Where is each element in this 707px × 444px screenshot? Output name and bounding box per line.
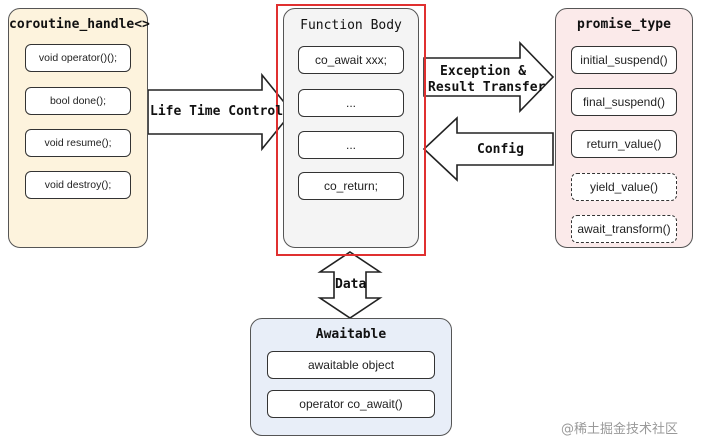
function-body-panel: Function Body co_await xxx; ... ... co_r… (283, 8, 419, 248)
operator-call-item: void operator()(); (25, 44, 131, 72)
ellipsis-item-1: ... (298, 89, 404, 117)
yield-value-item: yield_value() (571, 173, 677, 201)
function-body-title: Function Body (300, 18, 402, 33)
exception-label-1: Exception & (440, 64, 527, 79)
done-item: bool done(); (25, 87, 131, 115)
exception-label-2: Result Transfer (428, 80, 546, 95)
final-suspend-item: final_suspend() (571, 88, 677, 116)
exception-arrow (423, 41, 555, 113)
awaitable-title: Awaitable (315, 327, 387, 342)
operator-co-await-item: operator co_await() (267, 390, 435, 418)
await-transform-item: await_transform() (571, 215, 677, 243)
promise-type-panel: promise_type initial_suspend() final_sus… (555, 8, 693, 248)
co-return-item: co_return; (298, 172, 404, 200)
promise-type-title: promise_type (577, 17, 671, 32)
config-arrow (422, 116, 554, 182)
return-value-item: return_value() (571, 130, 677, 158)
destroy-item: void destroy(); (25, 171, 131, 199)
awaitable-panel: Awaitable awaitable object operator co_a… (250, 318, 452, 436)
function-body-frame (276, 4, 426, 256)
ellipsis-item-2: ... (298, 131, 404, 159)
coroutine-handle-panel: coroutine_handle<> void operator()(); bo… (8, 8, 150, 248)
resume-item: void resume(); (25, 129, 131, 157)
co-await-item: co_await xxx; (298, 46, 404, 74)
initial-suspend-item: initial_suspend() (571, 46, 677, 74)
data-label: Data (335, 277, 367, 292)
watermark: @稀土掘金技术社区 (561, 422, 679, 437)
config-label: Config (477, 142, 524, 157)
lifetime-label: Life Time Control (150, 104, 284, 119)
awaitable-object-item: awaitable object (267, 351, 435, 379)
coroutine-handle-title: coroutine_handle<> (9, 17, 150, 32)
